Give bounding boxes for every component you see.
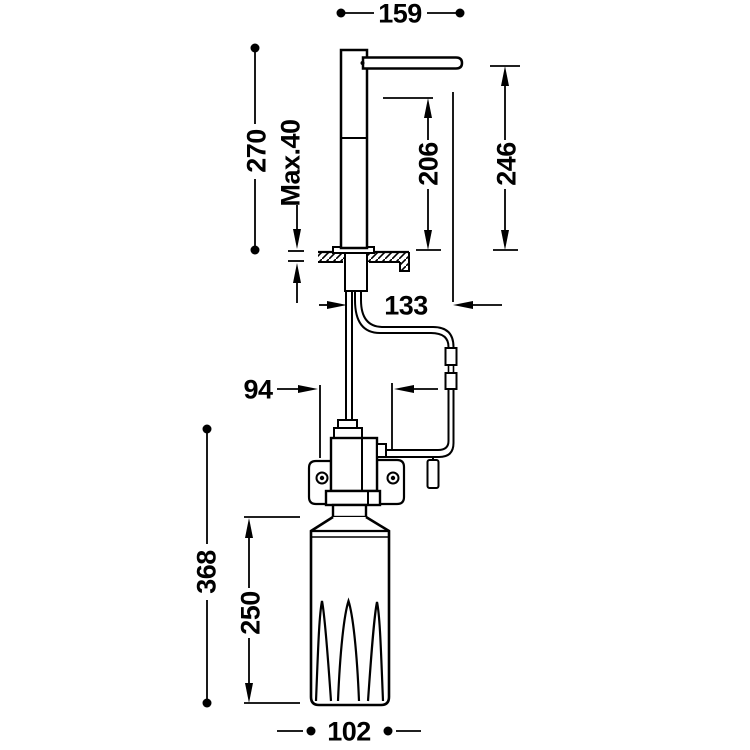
dim-label-246: 246 bbox=[492, 142, 522, 186]
dim-label-94: 94 bbox=[243, 375, 273, 405]
dim-dot bbox=[455, 8, 465, 18]
dim-label-102: 102 bbox=[327, 717, 371, 747]
dim-label-206: 206 bbox=[414, 142, 444, 186]
dim-label-270: 270 bbox=[242, 129, 272, 173]
arrowhead-down bbox=[293, 229, 301, 249]
arrowhead-left bbox=[394, 385, 414, 393]
faucet bbox=[332, 48, 464, 292]
dimension-under-counter-height: 368 bbox=[192, 424, 222, 708]
dim-label-133: 133 bbox=[384, 291, 428, 321]
dimension-height-above-deck: 270 bbox=[242, 43, 272, 255]
dimension-outlet-reach: 133 bbox=[319, 291, 502, 321]
cable-connector-upper bbox=[444, 347, 458, 366]
dim-dot bbox=[250, 43, 260, 53]
bottle-fluting bbox=[314, 597, 385, 702]
arrowhead-right bbox=[327, 301, 347, 309]
dim-label-368: 368 bbox=[192, 550, 222, 594]
countertop-edge bbox=[399, 252, 410, 272]
dim-dot bbox=[383, 726, 393, 736]
arrowhead-left bbox=[453, 301, 473, 309]
dimension-spout-reach: 159 bbox=[336, 0, 465, 29]
cable-connector-lower bbox=[444, 372, 458, 390]
arrowhead-up bbox=[245, 518, 253, 538]
arrowhead-up bbox=[501, 66, 509, 86]
dim-dot bbox=[336, 8, 346, 18]
pump-cable-outlet bbox=[376, 443, 387, 458]
sensor-cable bbox=[354, 291, 458, 489]
dim-label-max40: Max.40 bbox=[276, 119, 306, 206]
arrowhead-right bbox=[298, 385, 318, 393]
pump-body bbox=[329, 436, 379, 493]
dim-label-159: 159 bbox=[378, 0, 422, 29]
faucet-spout bbox=[361, 56, 464, 70]
cable-plug bbox=[426, 459, 440, 489]
dimension-total-height: 246 bbox=[490, 65, 522, 251]
dimension-bottle-height: 250 bbox=[236, 516, 300, 704]
faucet-shank bbox=[344, 251, 368, 292]
dim-dot bbox=[202, 424, 212, 434]
dim-label-250: 250 bbox=[236, 591, 266, 635]
dimension-bracket-hole-spacing: 94 bbox=[243, 375, 438, 458]
dimension-bottle-diameter: 102 bbox=[277, 717, 421, 747]
bottle bbox=[309, 515, 391, 707]
dimension-outlet-height: 206 bbox=[383, 97, 444, 251]
spout-joint-detail bbox=[360, 61, 365, 65]
countertop-hatch-left bbox=[318, 252, 345, 262]
bottle-collar bbox=[331, 503, 368, 519]
arrowhead-down bbox=[245, 683, 253, 703]
pump-unit bbox=[307, 419, 406, 519]
supply-tube bbox=[345, 291, 353, 420]
dim-dot bbox=[202, 698, 212, 708]
faucet-body bbox=[339, 48, 369, 250]
dim-dot bbox=[306, 726, 316, 736]
arrowhead-up bbox=[293, 263, 301, 283]
dimension-max-deck-thickness: Max.40 bbox=[276, 119, 306, 303]
dim-dot bbox=[250, 245, 260, 255]
pump-inlet-fitting bbox=[333, 427, 363, 439]
arrowhead-up bbox=[424, 98, 432, 118]
pump-lower-flange bbox=[324, 489, 382, 507]
